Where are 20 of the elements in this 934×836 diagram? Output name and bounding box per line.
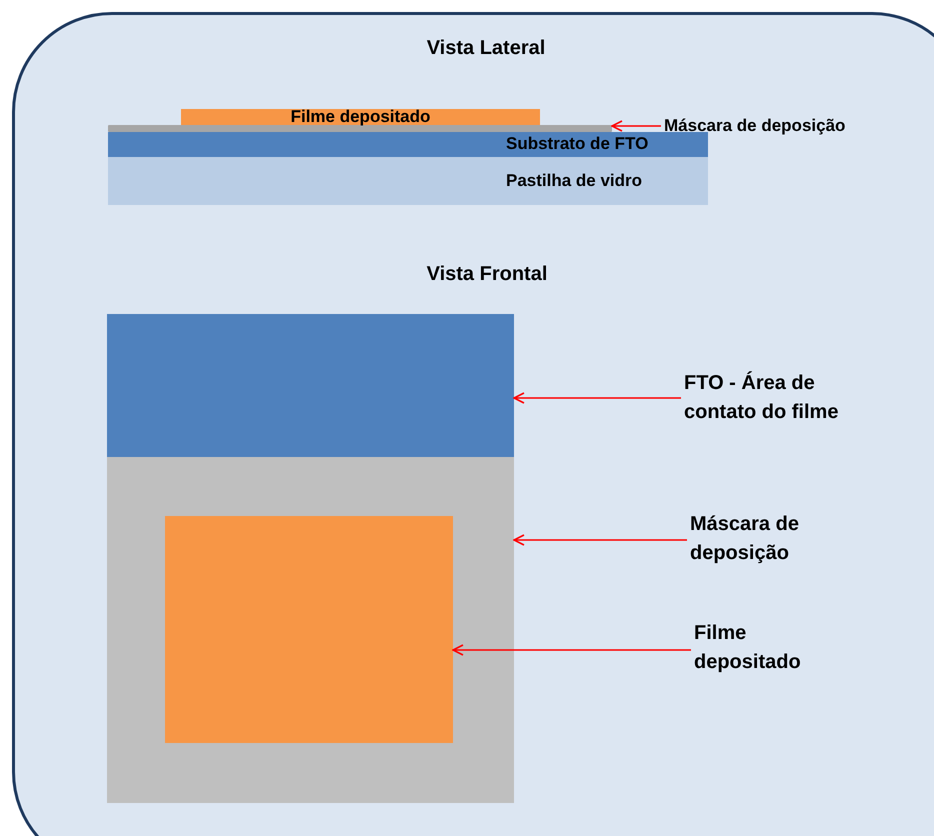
view-heading: Vista Frontal xyxy=(426,263,548,286)
fto-region xyxy=(107,314,514,457)
glass-layer xyxy=(108,157,708,205)
label-text: Substrato de FTO xyxy=(506,133,648,156)
view-heading: Vista Lateral xyxy=(426,37,546,60)
leader-arrow xyxy=(611,120,661,132)
label-text: Filme depositado xyxy=(290,106,430,128)
fto-layer xyxy=(108,132,708,157)
label-text: FTO - Área de contato do filme xyxy=(684,370,840,425)
mask-region xyxy=(107,457,514,803)
leader-arrow xyxy=(513,392,681,404)
label-text: Máscara de deposição xyxy=(690,512,800,566)
mask-strip xyxy=(108,125,612,132)
film-layer xyxy=(181,109,540,125)
label-text: Filme depositado xyxy=(694,621,802,675)
label-text: Pastilha de vidro xyxy=(506,170,642,192)
film-region xyxy=(165,516,453,743)
leader-arrow xyxy=(452,644,691,656)
leader-arrow xyxy=(513,534,687,546)
label-text: Máscara de deposição xyxy=(664,114,846,137)
